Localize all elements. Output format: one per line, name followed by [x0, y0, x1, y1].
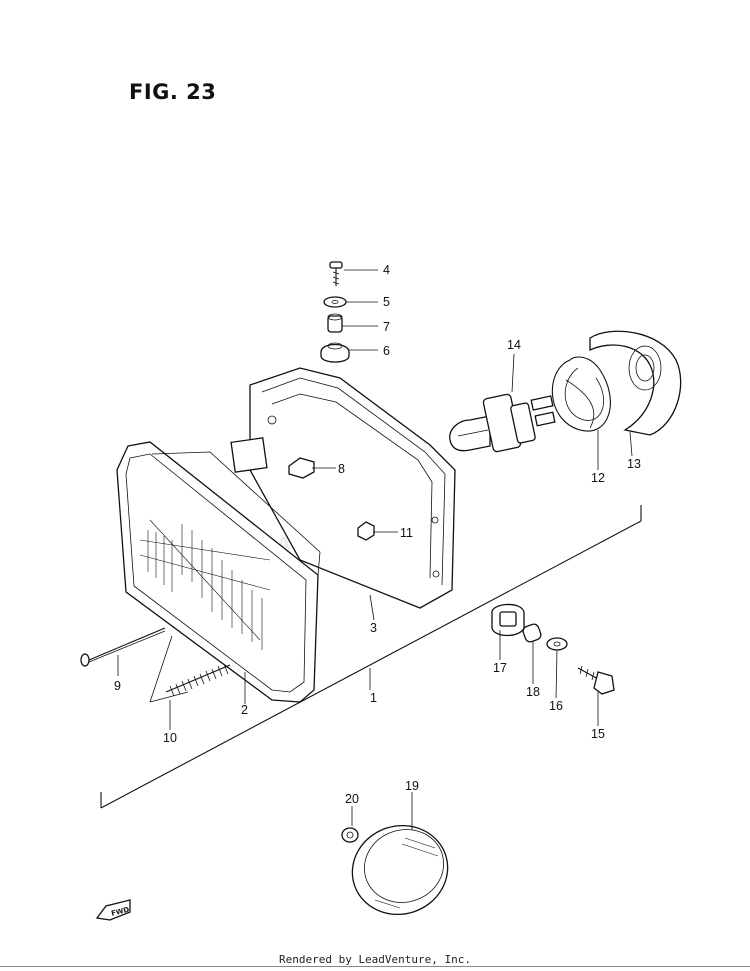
callout-13: 13: [627, 457, 641, 471]
washer-part-16: [546, 637, 568, 651]
nut-part-11: [357, 521, 375, 541]
callout-7: 7: [383, 320, 390, 334]
footer-divider: [0, 966, 750, 967]
callout-5: 5: [383, 295, 390, 309]
fwd-arrow: FWD: [95, 899, 131, 921]
callout-3: 3: [370, 621, 377, 635]
sealed-beam-lens: [116, 441, 321, 703]
callout-19: 19: [405, 779, 419, 793]
callout-12: 12: [591, 471, 605, 485]
bulb-part-14: [449, 393, 556, 453]
callout-11: 11: [400, 526, 413, 540]
callout-6: 6: [383, 344, 390, 358]
spring-part-10: [165, 663, 231, 697]
callout-1: 1: [370, 691, 377, 705]
grommet-part-6: [320, 342, 350, 363]
pilot-socket-part-17: [491, 603, 525, 637]
washer-part-5: [323, 296, 347, 308]
callout-17: 17: [493, 661, 507, 675]
bulb-retainer-part-12: [551, 356, 611, 432]
callout-9: 9: [114, 679, 121, 693]
screw-part-9: [80, 627, 166, 667]
washer-part-20: [341, 827, 359, 843]
footer-credit: Rendered by LeadVenture, Inc.: [278, 953, 472, 966]
callout-10: 10: [163, 731, 177, 745]
socket-cover-part-13: [589, 330, 682, 436]
pilot-bulb-part-18: [522, 623, 542, 643]
headlight-housing: [230, 367, 456, 609]
pilot-lens-part-19: [351, 824, 449, 916]
callout-8: 8: [338, 462, 345, 476]
callout-labels: 1 2 3 4 5 6 7 8 9 10 11 12 13 14 15 16 1…: [114, 263, 641, 806]
bolt-part-15: [577, 665, 615, 695]
callout-16: 16: [549, 699, 563, 713]
callout-15: 15: [591, 727, 605, 741]
callout-2: 2: [241, 703, 248, 717]
assembly-bracket: [100, 505, 642, 809]
callout-18: 18: [526, 685, 540, 699]
callout-20: 20: [345, 792, 359, 806]
collar-part-7: [327, 313, 343, 333]
nut-part-8: [288, 457, 315, 479]
callout-4: 4: [383, 263, 390, 277]
screw-part-4: [329, 261, 343, 286]
figure-title: FIG. 23: [129, 80, 217, 104]
leader-lines: [117, 269, 633, 830]
callout-14: 14: [507, 338, 521, 352]
